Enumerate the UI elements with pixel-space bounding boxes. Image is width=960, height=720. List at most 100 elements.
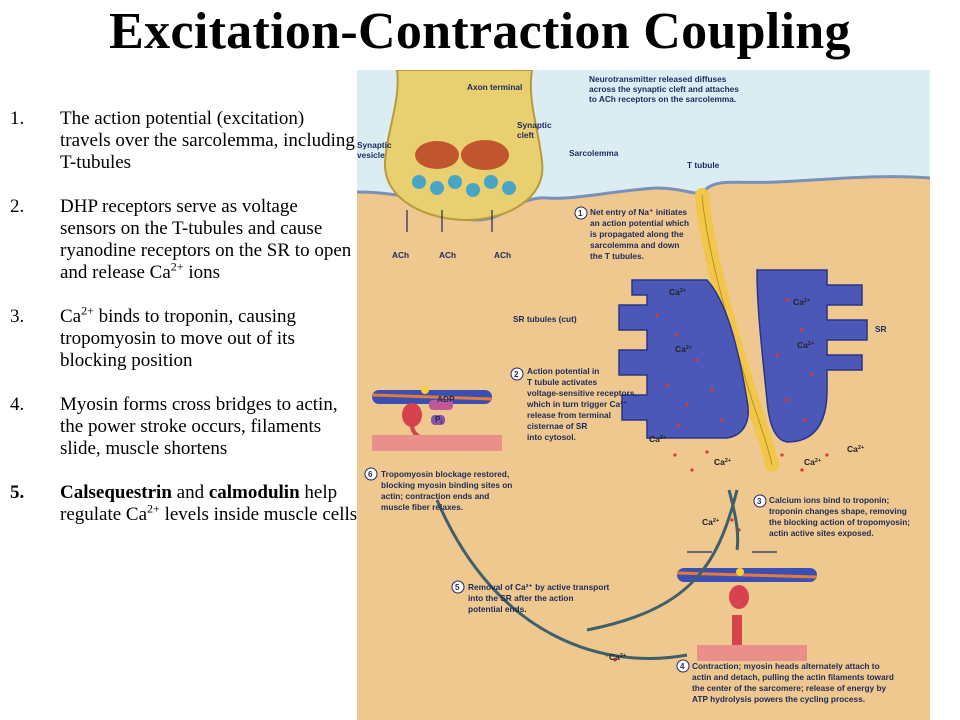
callout-4-number: 4	[680, 662, 685, 671]
callout-4-line: Contraction; myosin heads alternately at…	[692, 661, 880, 671]
callout-2-marker	[510, 367, 524, 381]
label-calcium: Ca2+	[609, 652, 626, 662]
callout-5-line: into the SR after the action	[468, 593, 574, 603]
synaptic-vesicle	[466, 183, 480, 197]
callout-6-line: Tropomyosin blockage restored,	[381, 469, 509, 479]
label-sr: SR	[875, 324, 887, 334]
synaptic-vesicle	[484, 175, 498, 189]
callout-6-line: blocking myosin binding sites on	[381, 480, 512, 490]
mitochondrion	[461, 140, 509, 170]
relaxed-filament	[371, 386, 502, 451]
callout-4-line: ATP hydrolysis powers the cycling proces…	[692, 694, 865, 704]
label-calcium: Ca2+	[702, 517, 719, 527]
callout-6-number: 6	[368, 470, 373, 479]
label-sarcolemma: Sarcolemma	[569, 148, 619, 158]
callout-3-line: Calcium ions bind to troponin;	[769, 495, 889, 505]
step-text: The action potential (excitation) travel…	[60, 108, 355, 173]
label-synaptic-cleft-2: cleft	[517, 130, 534, 140]
step-number: 4.	[10, 394, 25, 415]
calcium-dots	[605, 298, 829, 662]
ec-coupling-diagram: Axon terminal Neurotransmitter released …	[357, 70, 930, 720]
cycle-arrows	[435, 489, 740, 660]
superscript: 2+	[147, 501, 160, 516]
callout-2-number: 2	[514, 370, 519, 379]
callout-2-line: voltage-sensitive receptors,	[527, 388, 637, 398]
step-text: and	[171, 482, 209, 503]
sr-left	[618, 279, 749, 439]
callout-1-line: an action potential which	[590, 218, 689, 228]
contracting-filament	[676, 568, 818, 661]
callout-6-line: muscle fiber relaxes.	[381, 502, 463, 512]
callout-3-line: the blocking action of tropomyosin;	[769, 517, 910, 527]
callout-3-line: actin active sites exposed.	[769, 528, 874, 538]
superscript: 2+	[81, 303, 94, 318]
callout-1-number: 1	[578, 209, 583, 218]
step-text-end: binds to troponin, causing tropomyosin t…	[60, 306, 297, 371]
step-text: help regulate Ca	[60, 482, 338, 525]
callout-6-line: actin; contraction ends and	[381, 491, 489, 501]
callout-3-marker	[753, 494, 767, 508]
keyword-calsequestrin: Calsequestrin	[60, 482, 172, 503]
callout-4-line: actin and detach, pulling the actin fila…	[692, 672, 894, 682]
label-neurotransmitter-2: across the synaptic cleft and attaches	[589, 84, 739, 94]
label-calcium: Ca2+	[675, 344, 692, 354]
callout-2-line: T tubule activates	[527, 377, 597, 387]
callout-1-line: sarcolemma and down	[590, 240, 679, 250]
label-calcium: Ca2+	[804, 457, 821, 467]
synaptic-vesicle	[502, 181, 516, 195]
label-calcium: Ca2+	[649, 434, 666, 444]
callout-5-line: Removal of Ca²⁺ by active transport	[468, 582, 610, 592]
callout-1-line: the T tubules.	[590, 251, 644, 261]
label-synaptic-vesicle-1: Synaptic	[357, 140, 392, 150]
callout-2-line: into cytosol.	[527, 432, 576, 442]
step-number: 3.	[10, 306, 25, 327]
step-number: 5.	[10, 482, 25, 503]
superscript: 2+	[170, 259, 184, 274]
steps-list: 1. The action potential (excitation) tra…	[10, 108, 358, 526]
step-text-end: ions	[183, 262, 220, 283]
callout-2-line: which in turn trigger Ca²⁺	[526, 399, 627, 409]
synaptic-vesicle	[430, 181, 444, 195]
axon-terminal	[383, 70, 544, 222]
step-item: 5. Calsequestrin and calmodulin help reg…	[10, 482, 358, 526]
label-calcium: Ca2+	[714, 457, 731, 467]
label-pi: Pi	[435, 414, 443, 426]
callout-1-line: Net entry of Na⁺ initiates	[590, 207, 687, 217]
label-synaptic-vesicle-2: vesicle	[357, 150, 385, 160]
step-text: DHP receptors serve as voltage sensors o…	[60, 196, 352, 283]
callout-2-line: release from terminal	[527, 410, 611, 420]
sr-right	[756, 269, 868, 443]
label-adp: ADP	[437, 394, 455, 404]
keyword-calmodulin: calmodulin	[208, 482, 300, 503]
callout-2-line: Action potential in	[527, 366, 599, 376]
callout-2-line: cisternae of SR	[527, 421, 587, 431]
ach-arrows	[406, 210, 493, 232]
step-text: Ca	[60, 306, 82, 327]
label-calcium: Ca2+	[797, 340, 814, 350]
page-title: Excitation-Contraction Coupling	[109, 3, 851, 60]
label-neurotransmitter-3: to ACh receptors on the sarcolemma.	[589, 94, 736, 104]
synaptic-vesicle	[448, 175, 462, 189]
callout-1-marker	[574, 206, 588, 220]
label-calcium: Ca2+	[847, 444, 864, 454]
callout-3-line: troponin changes shape, removing	[769, 506, 907, 516]
step-text: Myosin forms cross bridges to actin, the…	[60, 394, 338, 459]
label-axon-terminal: Axon terminal	[467, 82, 522, 92]
step-number: 1.	[10, 108, 25, 129]
callout-3-number: 3	[757, 497, 762, 506]
label-synaptic-cleft-1: Synaptic	[517, 120, 552, 130]
t-tubule-edge	[701, 194, 773, 466]
label-calcium: Ca2+	[793, 297, 810, 307]
label-sr-tubules: SR tubules (cut)	[513, 314, 577, 324]
step-item: 4. Myosin forms cross bridges to actin, …	[10, 394, 358, 460]
label-ach: ACh	[494, 250, 511, 260]
label-neurotransmitter-1: Neurotransmitter released diffuses	[589, 74, 727, 84]
callout-5-line: potential ends.	[468, 604, 527, 614]
callout-5-marker	[451, 580, 465, 594]
step-item: 1. The action potential (excitation) tra…	[10, 108, 358, 174]
callout-1-line: is propagated along the	[590, 229, 684, 239]
step-number: 2.	[10, 196, 25, 217]
step-item: 2. DHP receptors serve as voltage sensor…	[10, 196, 358, 284]
label-calcium: Ca2+	[669, 287, 686, 297]
synaptic-vesicle	[412, 175, 426, 189]
